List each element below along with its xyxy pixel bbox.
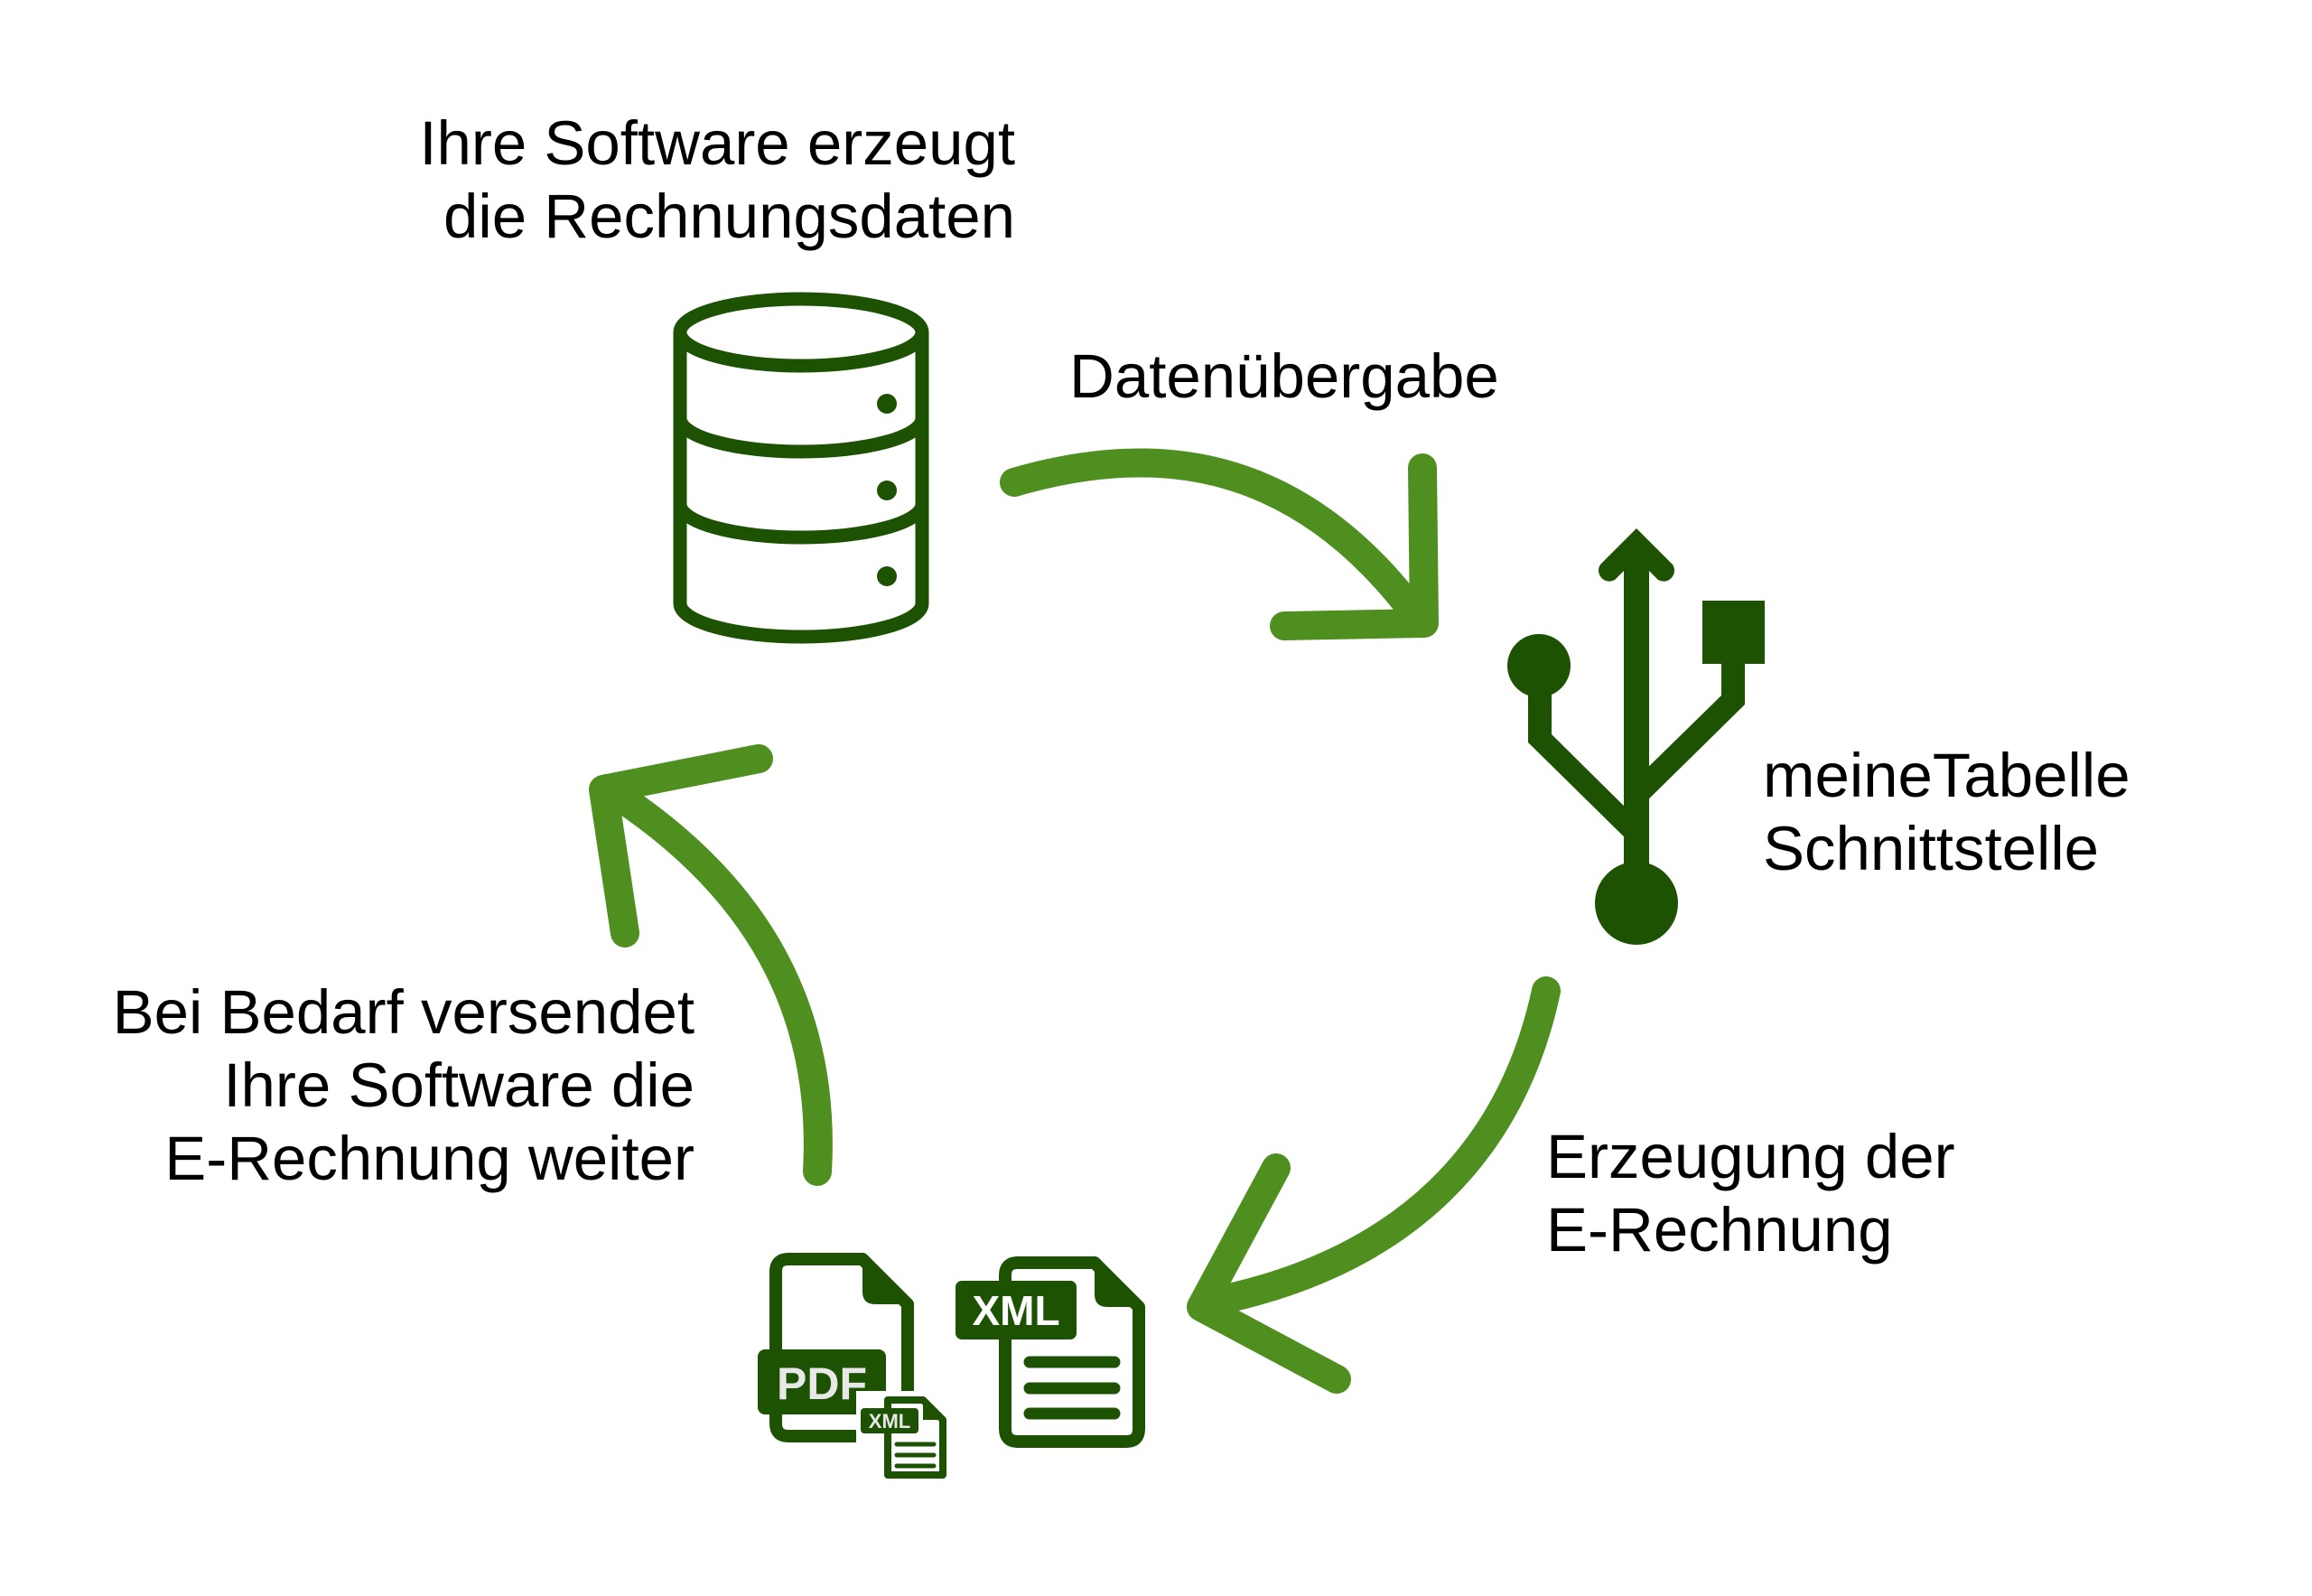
source-label-line-2: die Rechnungsdaten [443, 182, 1015, 251]
attachment-page-fold [923, 1400, 943, 1420]
pdf-label-text: PDF [777, 1358, 867, 1409]
usb-right-branch [1636, 664, 1745, 811]
arrow-data-transfer [1000, 448, 1439, 640]
usb-arrowhead [1599, 528, 1674, 582]
forward-invoice-label: Bei Bedarf versendet Ihre Software die E… [113, 975, 695, 1195]
xml-document-icon: XML [956, 1256, 1145, 1448]
arrow-forward-invoice-head [589, 744, 773, 947]
pdf-page-fold [862, 1259, 908, 1304]
database-divider-1 [673, 417, 929, 459]
data-transfer-label: Datenübergabe [1069, 340, 1499, 413]
usb-left-branch [1528, 691, 1636, 849]
pdf-label-box [758, 1349, 886, 1414]
database-led-1 [877, 394, 897, 414]
arrow-data-transfer-curve [1000, 448, 1435, 636]
usb-icon [1507, 528, 1765, 945]
xml-label-text: XML [972, 1287, 1059, 1334]
database-top-ellipse [673, 292, 929, 373]
database-divider-2 [673, 503, 929, 545]
xml-page-fold [1095, 1263, 1139, 1307]
arrow-generate-invoice-curve [1189, 976, 1561, 1318]
data-transfer-label-line-1: Datenübergabe [1069, 341, 1499, 411]
arrow-forward-invoice-curve [592, 774, 833, 1186]
forward-invoice-label-line-3: E-Rechnung weiter [164, 1124, 695, 1193]
xml-label-box [956, 1281, 1077, 1339]
interface-label-line-1: meineTabelle [1763, 741, 2130, 810]
database-body-outline [673, 332, 929, 644]
generate-invoice-label: Erzeugung der E-Rechnung [1546, 1120, 1955, 1266]
interface-label-line-2: Schnittstelle [1763, 814, 2100, 883]
arrow-data-transfer-head [1270, 453, 1439, 640]
arrow-generate-invoice [1187, 976, 1561, 1394]
arrow-forward-invoice [589, 744, 833, 1186]
xml-page-outline [999, 1256, 1145, 1448]
usb-right-square [1702, 601, 1765, 664]
usb-left-circle [1507, 634, 1571, 697]
attachment-text-lines [894, 1442, 937, 1469]
xml-text-lines [1023, 1356, 1121, 1420]
usb-base-circle [1595, 862, 1678, 945]
source-label-line-1: Ihre Software erzeugt [419, 108, 1015, 178]
pdf-document-icon: PDF [758, 1253, 914, 1442]
database-led-3 [877, 566, 897, 586]
forward-invoice-label-line-1: Bei Bedarf versendet [112, 977, 695, 1047]
database-led-2 [877, 481, 897, 500]
attachment-label-box [861, 1408, 918, 1433]
xml-attachment-icon: XML [856, 1391, 952, 1485]
flow-arrows [589, 448, 1561, 1394]
source-label: Ihre Software erzeugt die Rechnungsdaten [419, 107, 1015, 253]
database-icon [673, 292, 929, 644]
interface-label: meineTabelle Schnittstelle [1763, 739, 2130, 885]
generate-invoice-label-line-1: Erzeugung der [1546, 1122, 1955, 1191]
generate-invoice-label-line-2: E-Rechnung [1546, 1195, 1893, 1265]
attachment-label-text: XML [869, 1410, 910, 1433]
forward-invoice-label-line-2: Ihre Software die [223, 1050, 695, 1120]
arrow-generate-invoice-head [1187, 1153, 1351, 1394]
